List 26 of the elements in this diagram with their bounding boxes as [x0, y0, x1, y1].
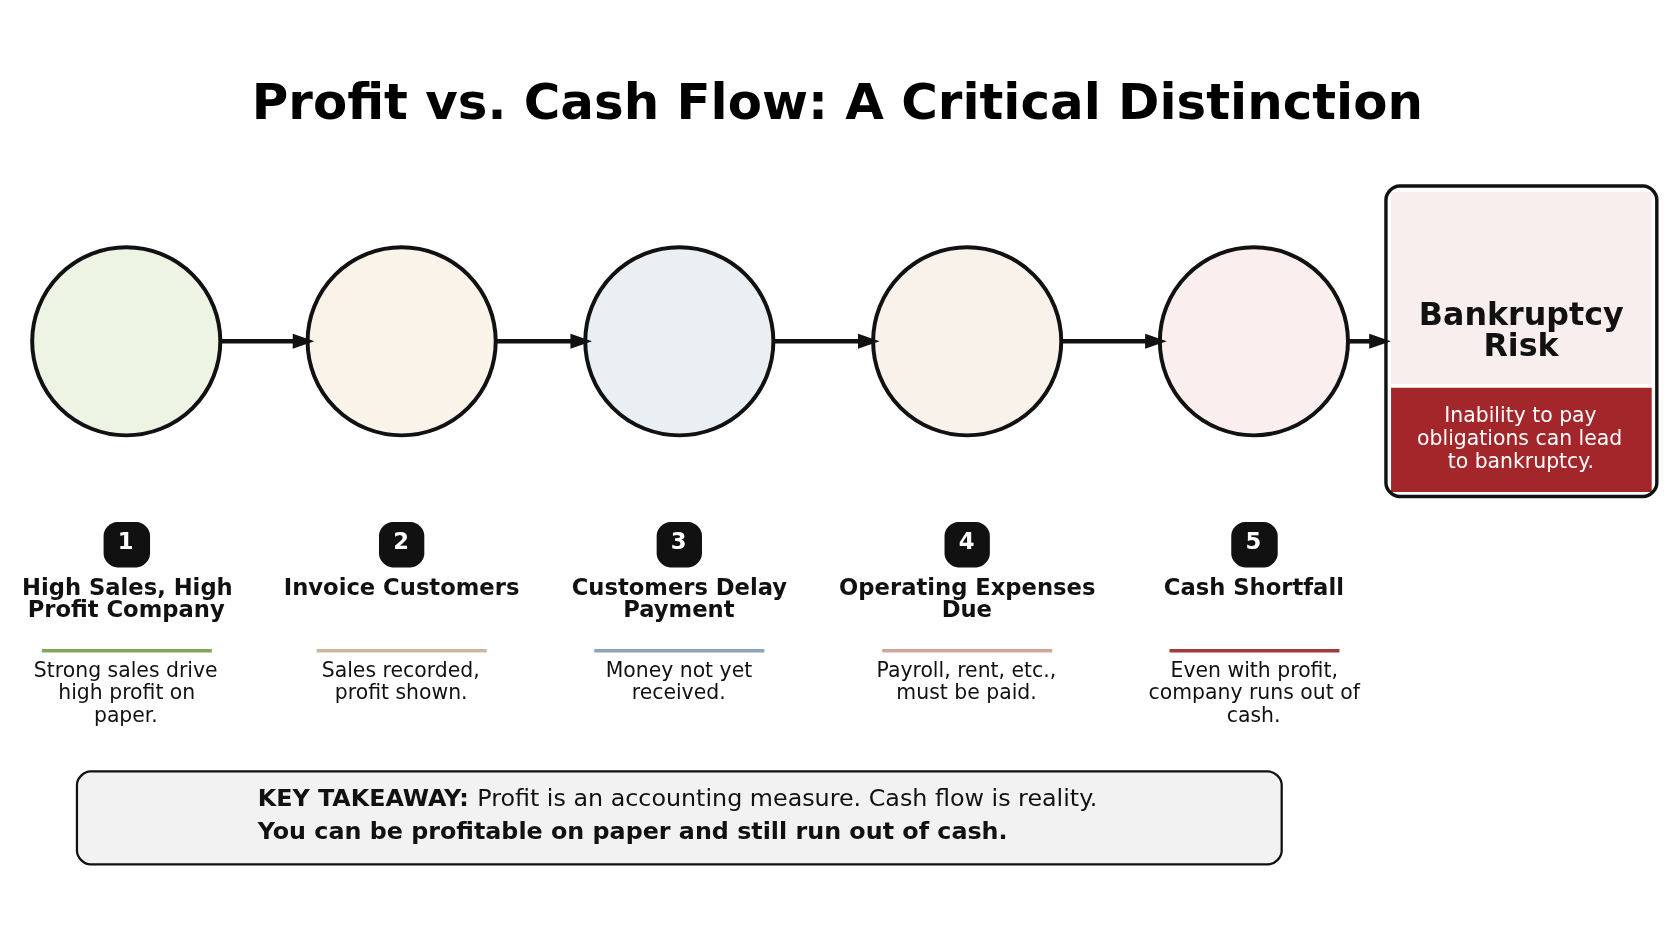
arrow [1348, 333, 1391, 349]
node-label: 5 [1245, 528, 1262, 555]
node-circle [30, 245, 223, 438]
node-label: Sales recorded, profit shown. [321, 657, 480, 705]
node-label: Invoice Customers [283, 573, 520, 600]
node-label: 3 [670, 528, 687, 555]
node-label: Operating Expenses Due [839, 573, 1096, 623]
node-label: Payroll, rent, etc., must be paid. [876, 657, 1057, 705]
node-circle [1157, 245, 1350, 438]
diagram-title: Profit vs. Cash Flow: A Critical Distinction [251, 72, 1423, 131]
node-label: Customers Delay Payment [571, 573, 788, 623]
arrow [496, 333, 593, 349]
arrow [220, 333, 315, 349]
arrow [773, 333, 880, 349]
node-label: 4 [958, 528, 975, 555]
node-label: 2 [393, 528, 409, 555]
node-label: 1 [117, 528, 134, 555]
node-label: Strong sales drive high profit on paper. [33, 657, 218, 727]
node-label: Cash Shortfall [1163, 573, 1344, 600]
node-circle [583, 245, 776, 438]
arrow [1061, 333, 1167, 349]
node-circle [871, 245, 1064, 438]
node-circle [305, 245, 498, 438]
node-label: Money not yet received. [605, 657, 753, 705]
node-label: High Sales, High Profit Company [21, 573, 233, 623]
node-label: Even with profit, company runs out of cash. [1148, 657, 1360, 727]
